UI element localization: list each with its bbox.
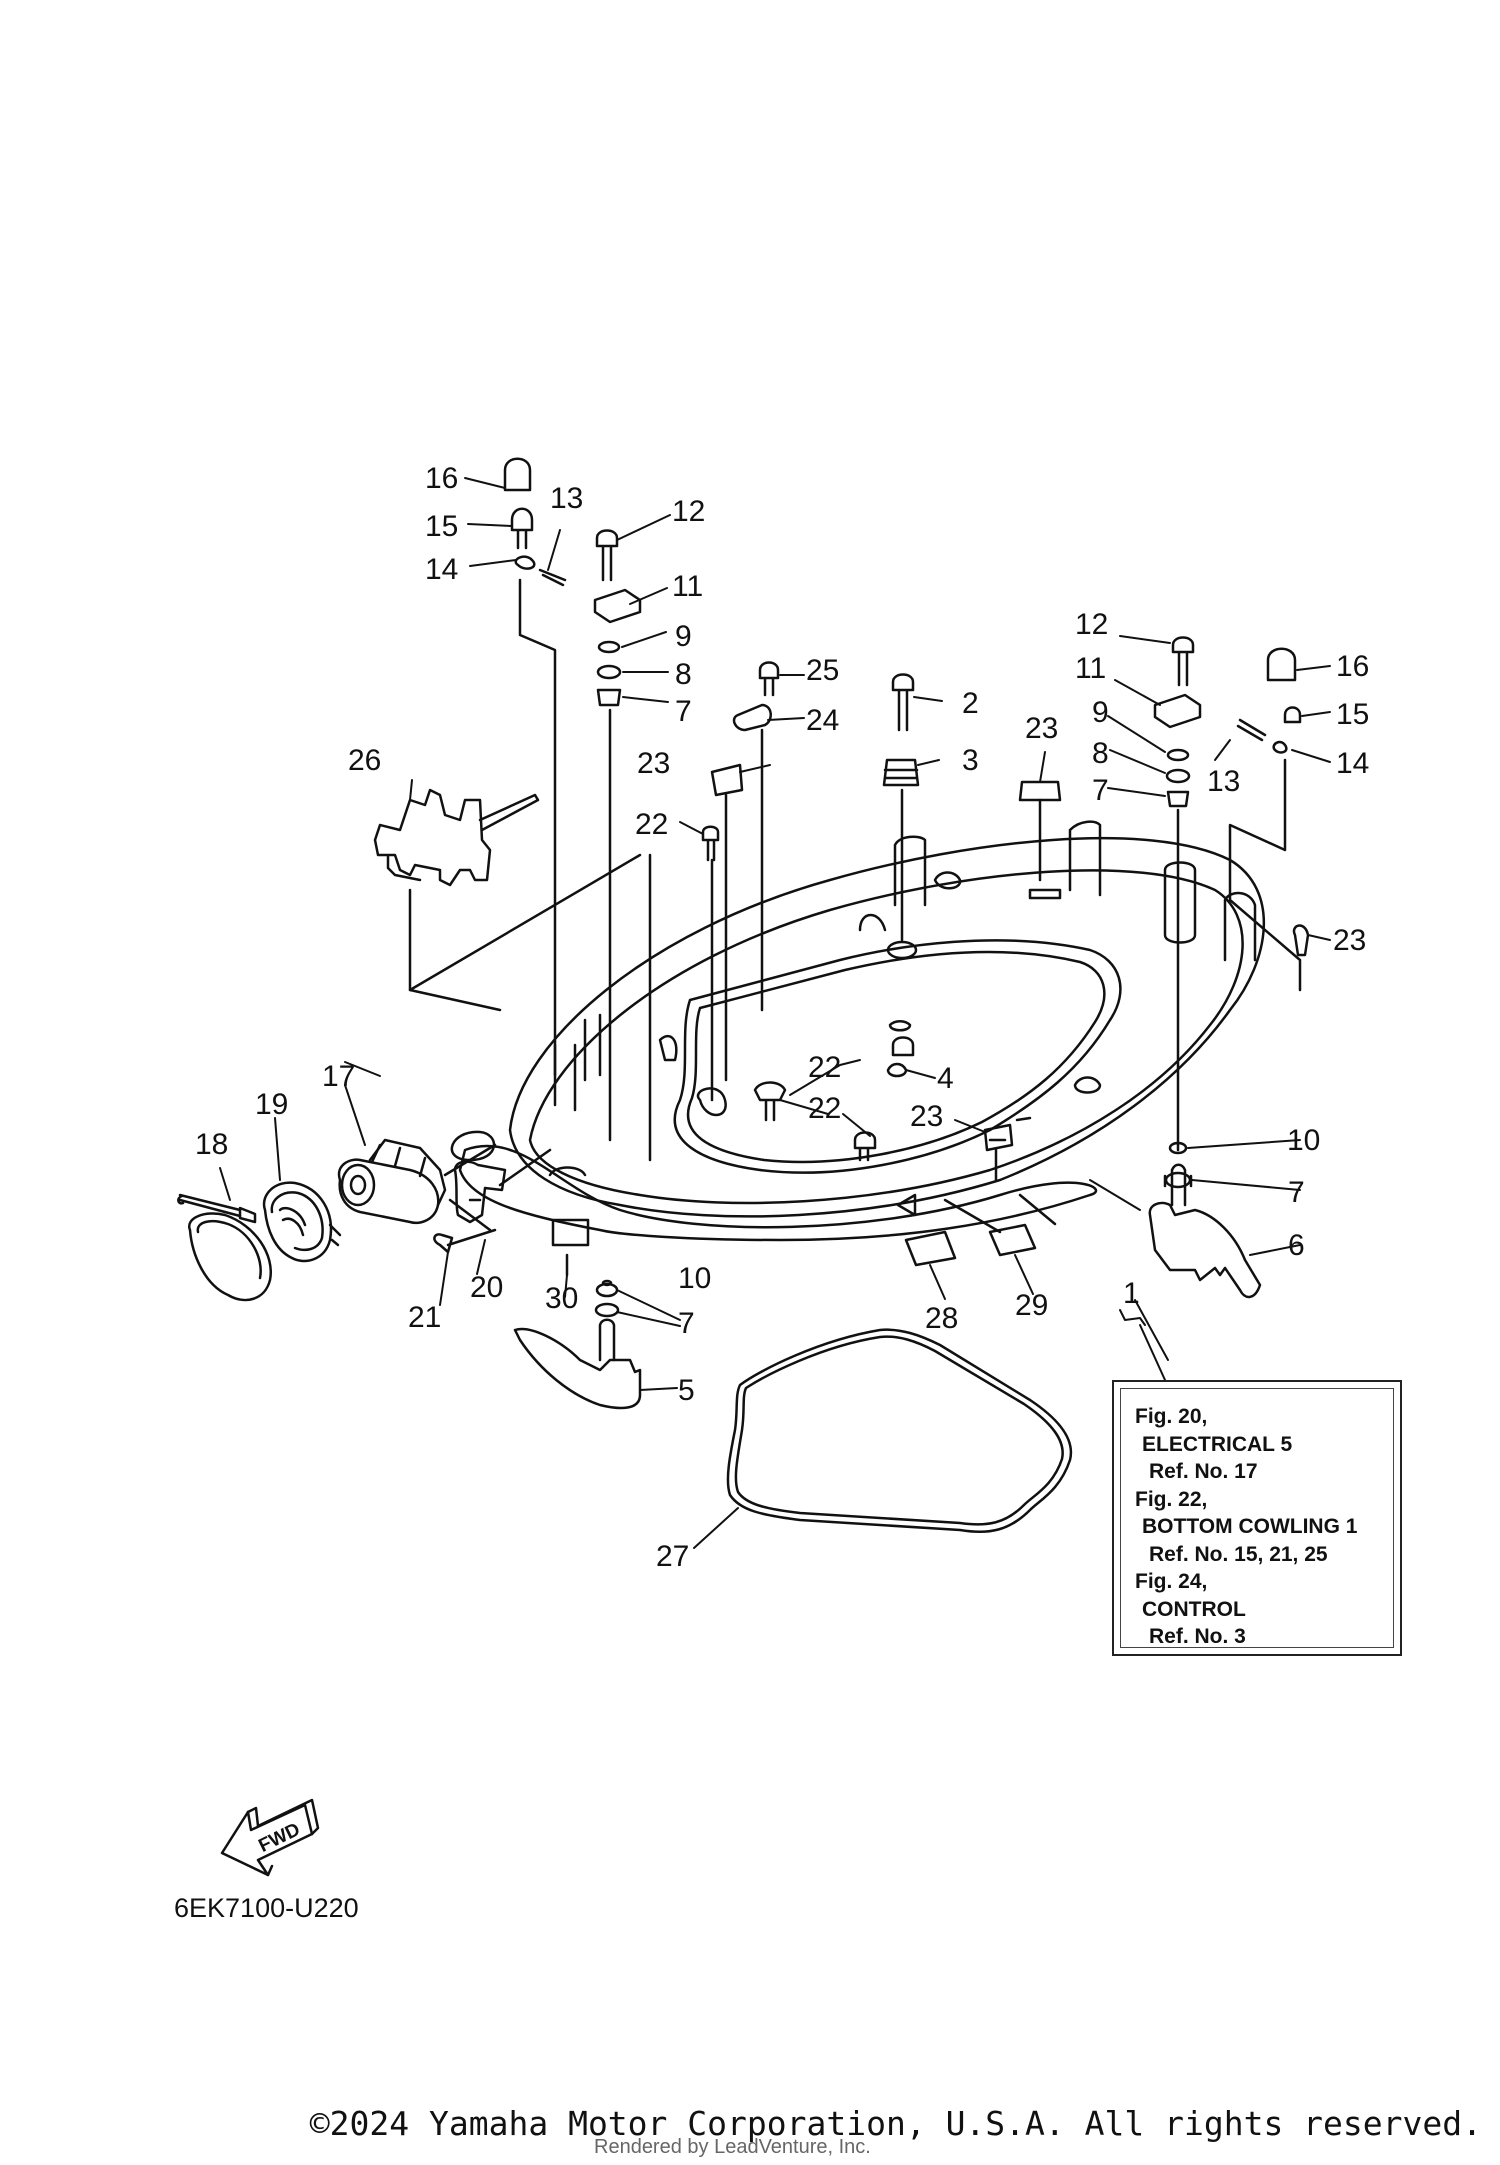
ref-line: Fig. 22,	[1135, 1487, 1208, 1511]
bracket-26	[373, 788, 652, 1162]
callout-12b: 12	[1075, 608, 1108, 641]
callout-13a: 13	[550, 482, 583, 515]
rendered-by-note: Rendered by LeadVenture, Inc.	[594, 2136, 871, 2158]
copyright-notice: ©2024 Yamaha Motor Corporation, U.S.A. A…	[309, 2104, 1482, 2143]
callout-28: 28	[925, 1302, 958, 1335]
callout-19: 19	[255, 1088, 288, 1121]
reference-list: Fig. 20, ELECTRICAL 5 Ref. No. 17 Fig. 2…	[1120, 1388, 1394, 1648]
callout-7a: 7	[675, 695, 692, 728]
callout-18: 18	[195, 1128, 228, 1161]
callout-22b: 22	[808, 1051, 841, 1084]
callout-3: 3	[962, 744, 979, 777]
callout-6: 6	[1288, 1229, 1305, 1262]
screw-assembly-right	[1153, 636, 1310, 1152]
callout-7c: 7	[1288, 1176, 1305, 1209]
callout-2: 2	[962, 687, 979, 720]
ref-line: ELECTRICAL 5	[1142, 1432, 1293, 1456]
screw-assembly-left	[503, 457, 642, 1142]
callout-12a: 12	[672, 495, 705, 528]
callout-16a: 16	[425, 462, 458, 495]
ref-line: Ref. No. 17	[1149, 1460, 1258, 1483]
callout-7d: 7	[678, 1307, 695, 1340]
grommet-assembly	[177, 1138, 552, 1302]
ref-line: Fig. 24,	[1135, 1570, 1208, 1593]
callout-25: 25	[806, 654, 839, 687]
handles	[513, 1141, 1262, 1410]
callout-11b: 11	[1075, 652, 1106, 685]
callout-17: 17	[322, 1060, 355, 1093]
callout-30: 30	[545, 1282, 578, 1315]
diagram-part-number: 6EK7100-U220	[174, 1893, 359, 1923]
callout-10b: 10	[678, 1262, 711, 1295]
callout-13b: 13	[1207, 765, 1240, 798]
callout-23d: 23	[910, 1100, 943, 1133]
callout-8a: 8	[675, 658, 692, 691]
callout-1: 1	[1123, 1277, 1140, 1310]
callout-15b: 15	[1336, 698, 1369, 731]
ref-line: Fig. 20,	[1135, 1405, 1208, 1428]
callout-4: 4	[937, 1062, 954, 1095]
fwd-arrow-icon	[220, 1798, 320, 1877]
callout-21: 21	[408, 1301, 441, 1334]
ref-line: Ref. No. 15, 21, 25	[1149, 1542, 1328, 1566]
reference-box: Fig. 20, ELECTRICAL 5 Ref. No. 17 Fig. 2…	[1112, 1380, 1402, 1656]
callout-16b: 16	[1336, 650, 1369, 683]
callout-9a: 9	[675, 620, 692, 653]
ref-line: Ref. No. 3	[1149, 1625, 1246, 1648]
callout-29: 29	[1015, 1289, 1048, 1322]
callout-24: 24	[806, 704, 839, 737]
callout-27: 27	[656, 1540, 689, 1573]
callout-9b: 9	[1092, 696, 1109, 729]
callout-7b: 7	[1092, 774, 1109, 807]
callout-23b: 23	[1025, 712, 1058, 745]
callout-15a: 15	[425, 510, 458, 543]
center-parts	[701, 661, 1062, 1182]
callout-20: 20	[470, 1271, 503, 1304]
labels	[551, 1193, 1057, 1277]
callout-22a: 22	[635, 808, 668, 841]
leader-lines	[219, 477, 1331, 1549]
callout-11a: 11	[672, 570, 703, 603]
callout-14b: 14	[1336, 747, 1369, 780]
callout-10a: 10	[1287, 1124, 1320, 1157]
callout-23c: 23	[1333, 924, 1366, 957]
callout-22c: 22	[808, 1092, 841, 1125]
gasket-27	[726, 1328, 1073, 1534]
callout-14a: 14	[425, 553, 458, 586]
callout-5: 5	[678, 1374, 695, 1407]
callout-26: 26	[348, 744, 381, 777]
callout-23a: 23	[637, 747, 670, 780]
callout-8b: 8	[1092, 737, 1109, 770]
callout-numbers: 1 2 3 4 5 6 7 7 7 7 8 8 9 9 10 10 11 11 …	[195, 462, 1369, 1573]
bottom-cowling	[450, 820, 1265, 1242]
ref-line: CONTROL	[1142, 1597, 1246, 1621]
ref-line: BOTTOM COWLING 1	[1142, 1515, 1358, 1538]
